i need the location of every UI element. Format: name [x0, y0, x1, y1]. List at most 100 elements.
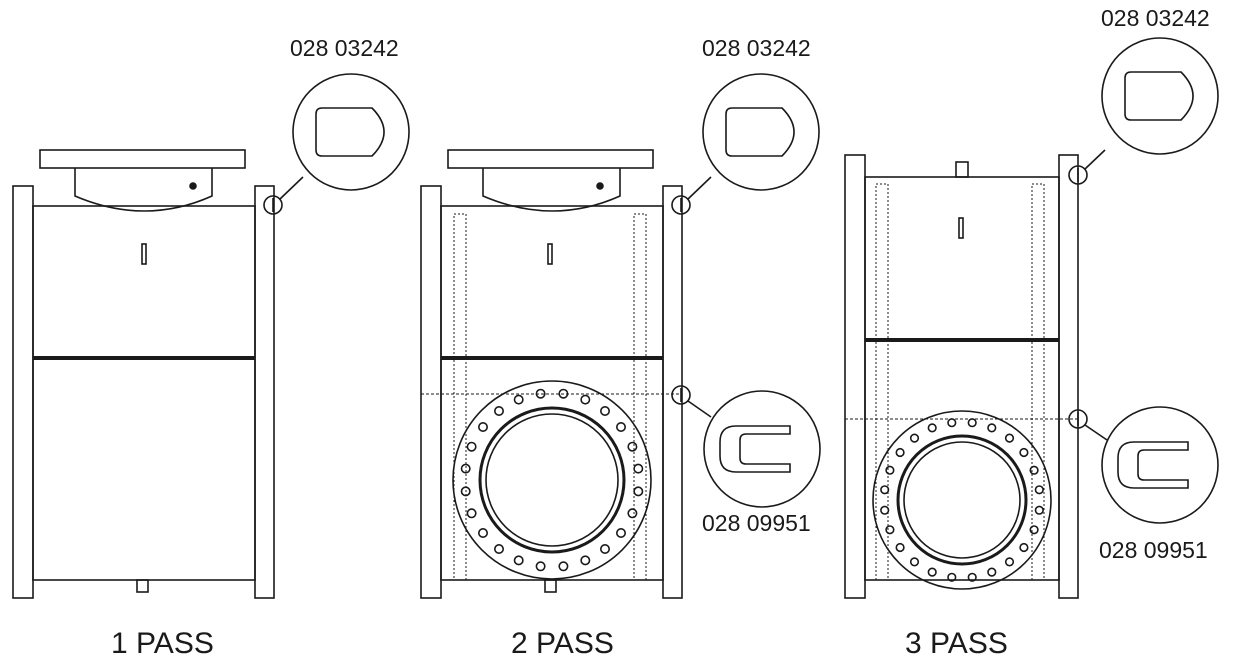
- bolt-hole: [1019, 447, 1029, 458]
- bolt-hole: [580, 394, 591, 405]
- pass-label: 2 PASS: [511, 627, 614, 660]
- bolt-hole: [615, 527, 626, 538]
- nozzle-bore-outer: [896, 434, 1028, 566]
- unit-2-pass: [420, 73, 821, 599]
- bolt-hole: [1029, 525, 1039, 535]
- bolt-hole: [460, 463, 471, 474]
- pass-label: 3 PASS: [905, 627, 1008, 660]
- bolt-hole: [493, 543, 504, 554]
- bolt-hole: [627, 508, 638, 519]
- d-slot-icon: [1124, 71, 1194, 121]
- detail-circle: [292, 73, 410, 191]
- nozzle-bore-inner: [903, 441, 1021, 559]
- bolt-hole: [477, 421, 488, 432]
- marker-circle-lower: [1068, 409, 1088, 429]
- bolt-hole: [1029, 465, 1039, 475]
- top-nozzle: [482, 168, 621, 212]
- bolt-hole: [947, 572, 957, 582]
- bolt-holes-2: [460, 388, 644, 572]
- unit-3-pass: [844, 37, 1219, 599]
- bolt-hole: [558, 561, 569, 572]
- leader-line: [279, 176, 304, 200]
- part-number-label-lower: 028 09951: [702, 510, 811, 536]
- part-number-label: 028 03242: [702, 35, 811, 61]
- bolt-hole: [1034, 485, 1044, 495]
- u-slot-icon: [719, 425, 791, 473]
- vent-dot: [596, 182, 604, 190]
- bolt-hole: [895, 542, 905, 553]
- bolt-hole: [466, 508, 477, 519]
- bolt-hole: [627, 441, 638, 452]
- marker-circle: [263, 195, 283, 215]
- bolt-hole: [880, 505, 890, 515]
- bolt-hole: [580, 555, 591, 566]
- nozzle-bore-outer: [478, 406, 626, 554]
- bolt-hole: [885, 525, 895, 535]
- drain-stub: [544, 579, 557, 593]
- shell-body: [32, 205, 256, 581]
- bolt-hole: [633, 463, 644, 474]
- bolt-hole: [599, 405, 610, 416]
- top-nozzle: [74, 168, 213, 212]
- marker-circle: [671, 195, 691, 215]
- bolt-hole: [1004, 557, 1015, 567]
- bolt-hole: [633, 486, 644, 497]
- marker-circle-lower: [671, 385, 691, 405]
- d-slot-icon: [315, 107, 385, 157]
- detail-circle: [1101, 37, 1219, 155]
- bolt-hole: [477, 527, 488, 538]
- nameplate: [547, 243, 553, 265]
- bolt-hole: [927, 423, 937, 433]
- bolt-hole: [987, 567, 997, 577]
- bolt-hole: [466, 441, 477, 452]
- detail-circle: [702, 73, 820, 191]
- tie-rod-right: [633, 213, 647, 581]
- bolt-hole: [947, 418, 957, 428]
- bolt-hole: [558, 388, 569, 399]
- bolt-hole: [513, 555, 524, 566]
- leader-line-lower: [1084, 424, 1108, 441]
- nozzle-bore-inner: [485, 413, 619, 547]
- vent-dot: [189, 182, 197, 190]
- detail-circle-lower: [703, 390, 821, 508]
- bolt-hole: [967, 418, 977, 428]
- leader-line: [1084, 149, 1106, 170]
- bolt-hole: [987, 423, 997, 433]
- bolt-hole: [535, 561, 546, 572]
- bolt-hole: [880, 485, 890, 495]
- nozzle-flange: [452, 380, 652, 580]
- bolt-hole: [927, 567, 937, 577]
- right-tube-plate: [254, 185, 275, 599]
- bolt-hole: [885, 465, 895, 475]
- bolt-hole: [599, 543, 610, 554]
- bolt-hole: [1019, 542, 1029, 553]
- d-slot-icon: [725, 107, 795, 157]
- unit-1-pass: [12, 73, 410, 599]
- bolt-holes-3: [880, 418, 1044, 582]
- tie-rod-left: [875, 183, 889, 581]
- nozzle-flange: [872, 410, 1052, 590]
- top-flange: [447, 149, 654, 169]
- bolt-hole: [1034, 505, 1044, 515]
- tie-rod-left: [453, 213, 467, 581]
- pass-label: 1 PASS: [111, 627, 214, 660]
- left-tube-plate: [420, 185, 442, 599]
- leader-line: [687, 176, 712, 200]
- bolt-hole: [535, 388, 546, 399]
- leader-line-lower: [687, 400, 712, 418]
- bolt-hole: [895, 447, 905, 458]
- tie-rod-right: [1031, 183, 1045, 581]
- bolt-hole: [909, 433, 920, 443]
- u-slot-icon: [1117, 441, 1189, 489]
- left-tube-plate: [12, 185, 34, 599]
- nameplate: [958, 217, 964, 239]
- marker-circle: [1068, 165, 1088, 185]
- bolt-hole: [460, 486, 471, 497]
- detail-circle-lower: [1101, 406, 1219, 524]
- part-number-label: 028 03242: [290, 35, 399, 61]
- bolt-hole: [615, 421, 626, 432]
- bolt-hole: [513, 394, 524, 405]
- left-tube-plate: [844, 154, 866, 599]
- top-flange: [39, 149, 246, 169]
